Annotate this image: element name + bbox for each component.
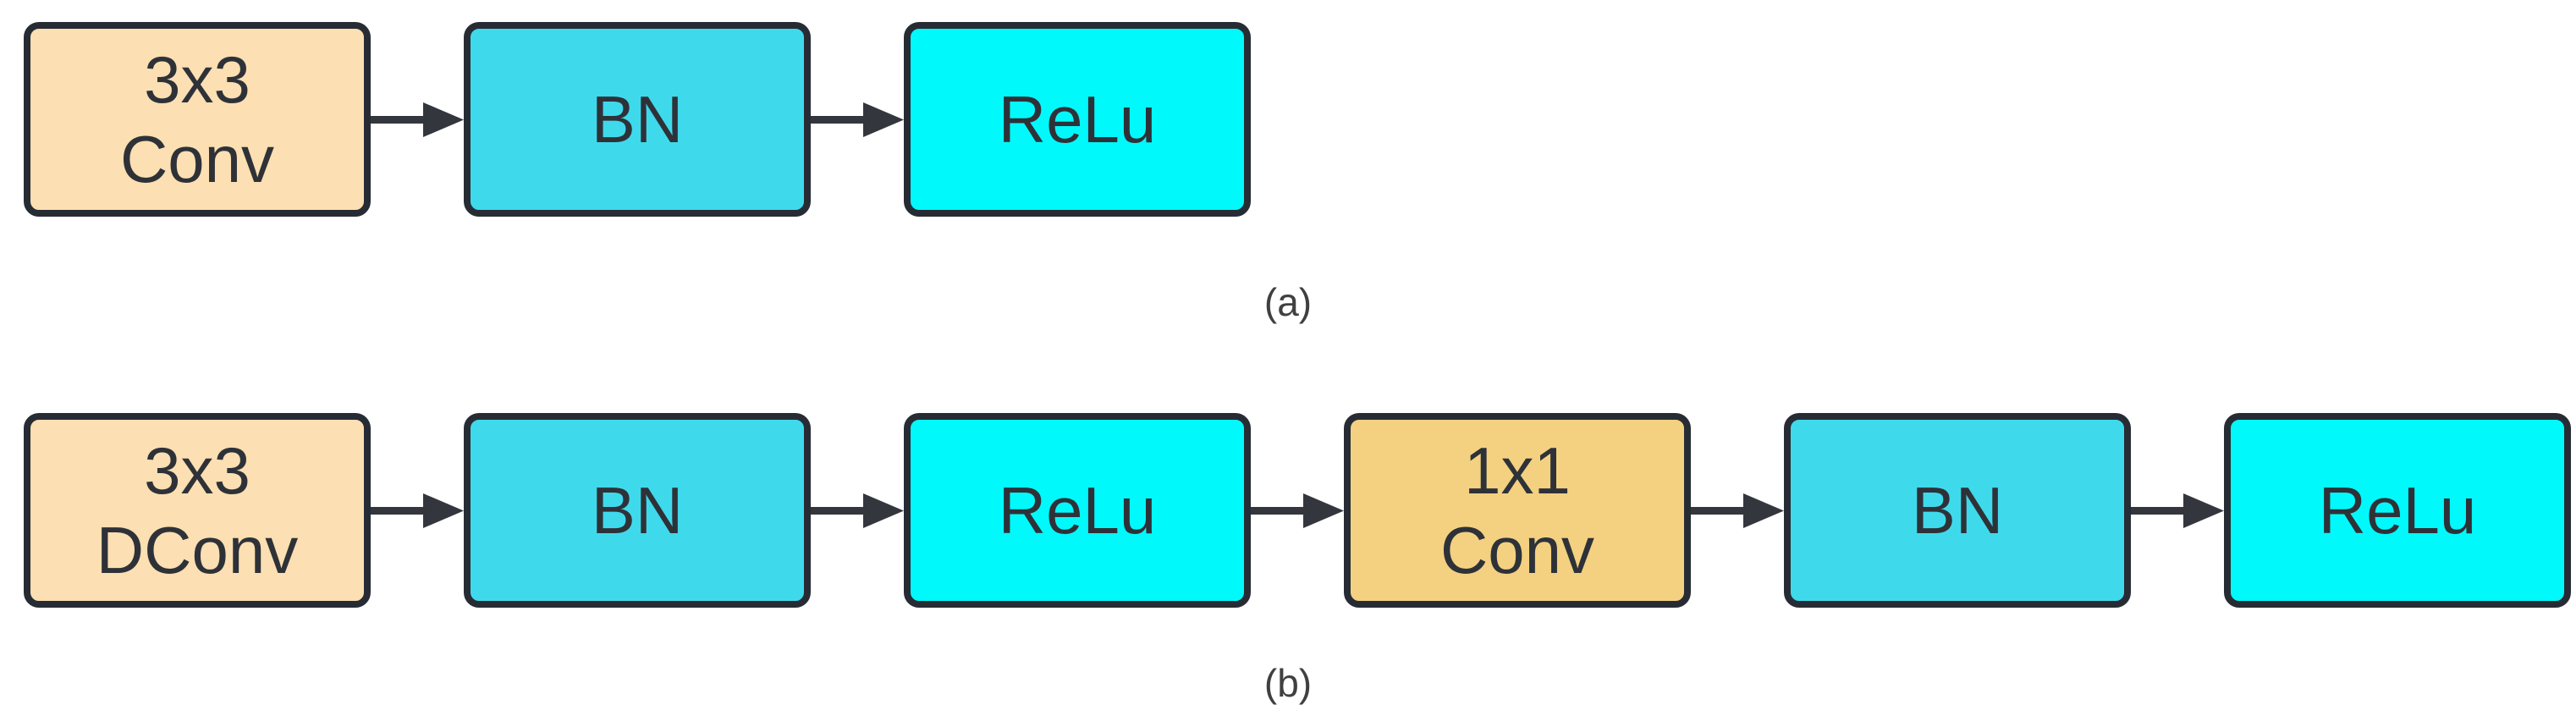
- arrow-right-icon: [371, 413, 464, 608]
- node-label: BN: [591, 82, 684, 157]
- flow-node-relu: ReLu: [904, 413, 1251, 608]
- node-label: Conv: [119, 122, 275, 196]
- node-label: 1x1: [1464, 433, 1571, 508]
- node-label: Conv: [1439, 513, 1595, 587]
- row-label-a: (a): [1263, 280, 1313, 324]
- arrow-right-icon: [1251, 413, 1344, 608]
- node-label: 3x3: [144, 433, 250, 508]
- flow-node-batch-norm: BN: [464, 413, 811, 608]
- flow-node-batch-norm: BN: [464, 22, 811, 217]
- node-label: BN: [591, 473, 684, 548]
- arrow-right-icon: [811, 413, 904, 608]
- node-label: BN: [1911, 473, 2004, 548]
- flow-node-batch-norm: BN: [1784, 413, 2131, 608]
- node-label: ReLu: [998, 82, 1157, 157]
- node-label: 3x3: [144, 42, 250, 117]
- node-label: ReLu: [998, 473, 1157, 548]
- flow-node-relu: ReLu: [2224, 413, 2571, 608]
- node-label: ReLu: [2318, 473, 2477, 548]
- flow-node-relu: ReLu: [904, 22, 1251, 217]
- row-label-b: (b): [1263, 661, 1313, 705]
- arrow-right-icon: [371, 22, 464, 217]
- arrow-right-icon: [2131, 413, 2224, 608]
- node-label: DConv: [96, 513, 299, 587]
- arrow-right-icon: [1691, 413, 1784, 608]
- arrow-right-icon: [811, 22, 904, 217]
